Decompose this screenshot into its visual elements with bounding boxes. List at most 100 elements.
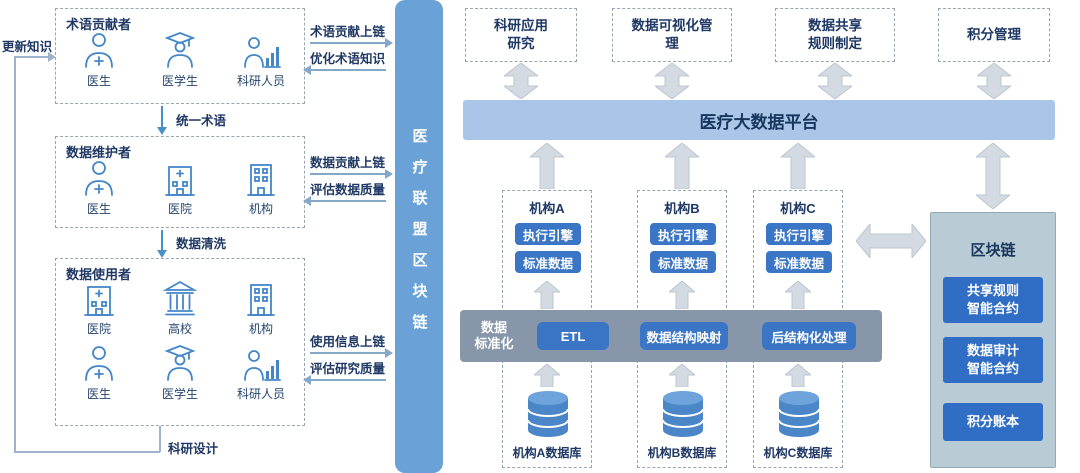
chain-up-arrow-3 (310, 348, 393, 358)
member-label: 医院 (167, 202, 192, 216)
database-icon (776, 389, 822, 439)
researcher-icon (241, 343, 281, 383)
execution-engine-button: 执行引擎 (650, 223, 716, 245)
chain-down-arrow-2 (303, 196, 386, 206)
flow-label-data-cleaning: 数据清洗 (176, 237, 227, 251)
big-data-platform-bar: 医疗大数据平台 (463, 100, 1055, 140)
doctor-icon (79, 158, 119, 198)
university-icon (160, 278, 200, 318)
arrow-institution-b-platform (665, 143, 699, 189)
feedback-line-left (14, 56, 16, 452)
blockchain-panel: 区块链 共享规则 智能合约 数据审计 智能合约 积分账本 (930, 212, 1056, 468)
etl-button: ETL (537, 322, 609, 350)
doctor-icon (79, 343, 119, 383)
feedback-arrowhead (48, 52, 56, 62)
member-doctor: 医生 (61, 30, 137, 89)
institution-name: 机构C (780, 201, 816, 216)
flow-label-unify-terminology: 统一术语 (176, 114, 227, 128)
arrow-module-platform-1 (504, 63, 538, 99)
platform-label: 医疗大数据平台 (699, 112, 819, 132)
chain-down-arrow-3 (303, 375, 386, 385)
medical-student-icon (160, 343, 200, 383)
hospital-icon (79, 278, 119, 318)
standard-data-button: 标准数据 (515, 251, 581, 273)
chain-up-label-3: 使用信息上链 (310, 335, 386, 349)
database-label: 机构B数据库 (647, 446, 717, 460)
member-researcher: 科研人员 (223, 30, 299, 89)
database-label: 机构A数据库 (512, 446, 582, 460)
arrow-bar-to-institution-c (785, 281, 811, 309)
feedback-line-stub (159, 426, 161, 452)
chain-up-label-1: 术语贡献上链 (310, 25, 386, 39)
institution-name: 机构A (529, 201, 565, 216)
member-label: 医学生 (161, 74, 198, 88)
data-users-group: 数据使用者 医院 高校 机构 医生 医学生 (55, 258, 305, 426)
member-label: 医生 (86, 202, 111, 216)
group-title: 数据使用者 (66, 267, 132, 282)
institution-name: 机构B (664, 201, 700, 216)
medical-alliance-blockchain-bar: 医疗联盟区块链 (395, 0, 443, 473)
member-hospital: 医院 (61, 278, 137, 337)
medical-student-icon (160, 30, 200, 70)
building-icon (241, 158, 281, 198)
arrow-module-platform-2 (655, 63, 689, 99)
sharing-rules-smart-contract: 共享规则 智能合约 (943, 277, 1043, 323)
member-label: 科研人员 (236, 387, 285, 401)
member-list: 医院 高校 机构 医生 医学生 科研人员 (56, 259, 304, 402)
chain-down-label-3: 评估研究质量 (310, 362, 386, 376)
research-design-label: 科研设计 (168, 442, 219, 456)
member-label: 科研人员 (236, 74, 285, 88)
member-label: 医学生 (161, 387, 198, 401)
terminology-contributors-group: 术语贡献者 医生 医学生 科研人员 (55, 8, 305, 104)
member-university: 高校 (142, 278, 218, 337)
arrow-institutions-blockchain (856, 224, 926, 258)
member-hospital: 医院 (142, 158, 218, 217)
module-research-application: 科研应用 研究 (465, 8, 577, 62)
standardization-label: 数据 标准化 (474, 319, 514, 351)
flow-arrowhead-1 (157, 127, 167, 135)
hospital-icon (160, 158, 200, 198)
member-doctor: 医生 (61, 343, 137, 402)
arrow-institution-c-platform (781, 143, 815, 189)
execution-engine-button: 执行引擎 (515, 223, 581, 245)
arrow-platform-blockchain (976, 143, 1010, 209)
member-institution: 机构 (223, 278, 299, 337)
member-doctor: 医生 (61, 158, 137, 217)
blockchain-title: 区块链 (970, 242, 1016, 259)
update-knowledge-label: 更新知识 (2, 40, 53, 54)
chain-down-label-2: 评估数据质量 (310, 183, 386, 197)
member-list: 医生 医院 机构 (56, 137, 304, 217)
arrow-institution-a-platform (530, 143, 564, 189)
module-data-visualization: 数据可视化管 理 (612, 8, 732, 62)
feedback-line-top (14, 56, 50, 58)
standard-data-button: 标准数据 (766, 251, 832, 273)
flow-arrowhead-2 (157, 250, 167, 258)
feedback-line-bottom (14, 451, 160, 453)
member-medical-student: 医学生 (142, 30, 218, 89)
researcher-icon (241, 30, 281, 70)
standard-data-button: 标准数据 (650, 251, 716, 273)
group-title: 数据维护者 (66, 145, 132, 160)
arrow-module-platform-3 (818, 63, 852, 99)
database-label: 机构C数据库 (763, 446, 833, 460)
data-audit-smart-contract: 数据审计 智能合约 (943, 337, 1043, 383)
member-label: 高校 (167, 322, 192, 336)
building-icon (241, 278, 281, 318)
member-researcher: 科研人员 (223, 343, 299, 402)
alliance-bar-label: 医疗联盟区块链 (410, 128, 428, 345)
arrow-module-platform-4 (977, 63, 1011, 99)
member-label: 医院 (86, 322, 111, 336)
database-icon (660, 389, 706, 439)
member-institution: 机构 (223, 158, 299, 217)
arrow-db-c-to-bar (785, 364, 811, 387)
data-maintainers-group: 数据维护者 医生 医院 机构 (55, 136, 305, 228)
member-medical-student: 医学生 (142, 343, 218, 402)
chain-up-arrow-2 (310, 169, 393, 179)
arrow-bar-to-institution-b (669, 281, 695, 309)
points-ledger: 积分账本 (943, 403, 1043, 441)
arrow-db-a-to-bar (534, 364, 560, 387)
module-points-management: 积分管理 (938, 8, 1050, 62)
arrow-db-b-to-bar (669, 364, 695, 387)
chain-up-label-2: 数据贡献上链 (310, 156, 386, 170)
